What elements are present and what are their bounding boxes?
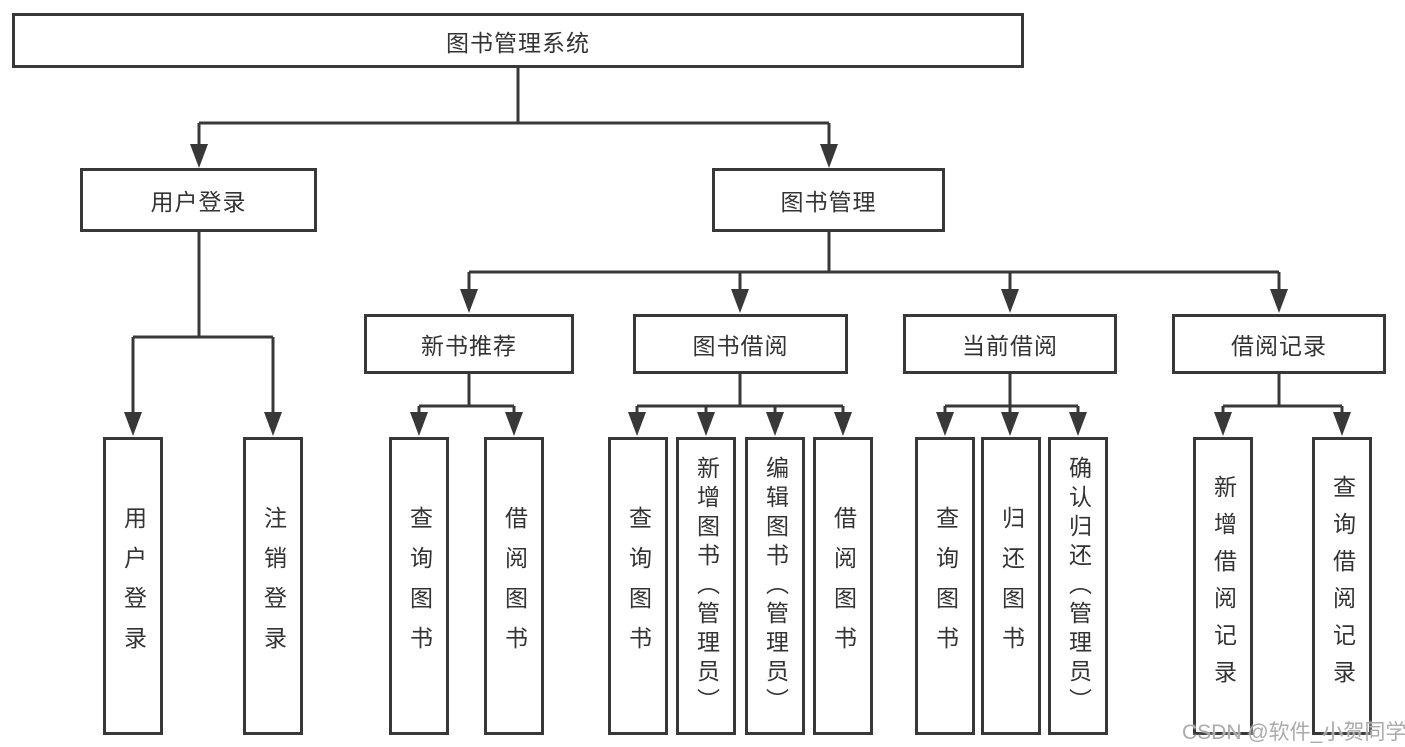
leaf-borrowing-add-books-admin-label: 新增图书（管理员） (693, 455, 720, 717)
csdn-watermark: CSDN @软件_小贺同学 (1182, 721, 1405, 744)
leaf-logout: 注销登录 (243, 437, 303, 735)
leaf-borrowing-edit-books-admin: 编辑图书（管理员） (745, 437, 805, 735)
leaf-current-query-books: 查询图书 (915, 437, 975, 735)
node-book-management: 图书管理 (712, 168, 945, 232)
leaf-borrowing-query-books-label: 查询图书 (625, 506, 652, 666)
node-root: 图书管理系统 (12, 13, 1024, 68)
leaf-user-login-label: 用户登录 (120, 506, 147, 666)
leaf-user-login: 用户登录 (103, 437, 163, 735)
leaf-newbook-query-books-label: 查询图书 (406, 506, 433, 666)
leaf-current-return-books-label: 归还图书 (998, 506, 1025, 666)
leaf-borrowing-edit-books-admin-label: 编辑图书（管理员） (762, 455, 789, 717)
leaf-current-confirm-return-admin: 确认归还（管理员） (1048, 437, 1108, 735)
leaf-newbook-query-books: 查询图书 (389, 437, 449, 735)
leaf-current-confirm-return-admin-label: 确认归还（管理员） (1065, 455, 1092, 717)
leaf-current-query-books-label: 查询图书 (932, 506, 959, 666)
leaf-records-add-record: 新增借阅记录 (1193, 437, 1253, 735)
leaf-newbook-borrow-books: 借阅图书 (484, 437, 544, 735)
leaf-borrowing-borrow-books-label: 借阅图书 (830, 506, 857, 666)
leaf-records-query-record: 查询借阅记录 (1312, 437, 1372, 735)
arrowheads (124, 144, 1351, 436)
node-user-login: 用户登录 (80, 168, 317, 232)
leaf-borrowing-add-books-admin: 新增图书（管理员） (676, 437, 736, 735)
leaf-current-return-books: 归还图书 (981, 437, 1041, 735)
node-current-borrowing: 当前借阅 (903, 314, 1117, 374)
leaf-records-add-record-label: 新增借阅记录 (1210, 475, 1237, 697)
leaf-logout-label: 注销登录 (260, 506, 287, 666)
leaf-records-query-record-label: 查询借阅记录 (1329, 475, 1356, 697)
node-new-book-recommend: 新书推荐 (364, 314, 574, 374)
leaf-borrowing-query-books: 查询图书 (608, 437, 668, 735)
node-borrowing-records: 借阅记录 (1172, 314, 1386, 374)
node-book-borrowing: 图书借阅 (633, 314, 848, 374)
leaf-newbook-borrow-books-label: 借阅图书 (501, 506, 528, 666)
leaf-borrowing-borrow-books: 借阅图书 (813, 437, 873, 735)
